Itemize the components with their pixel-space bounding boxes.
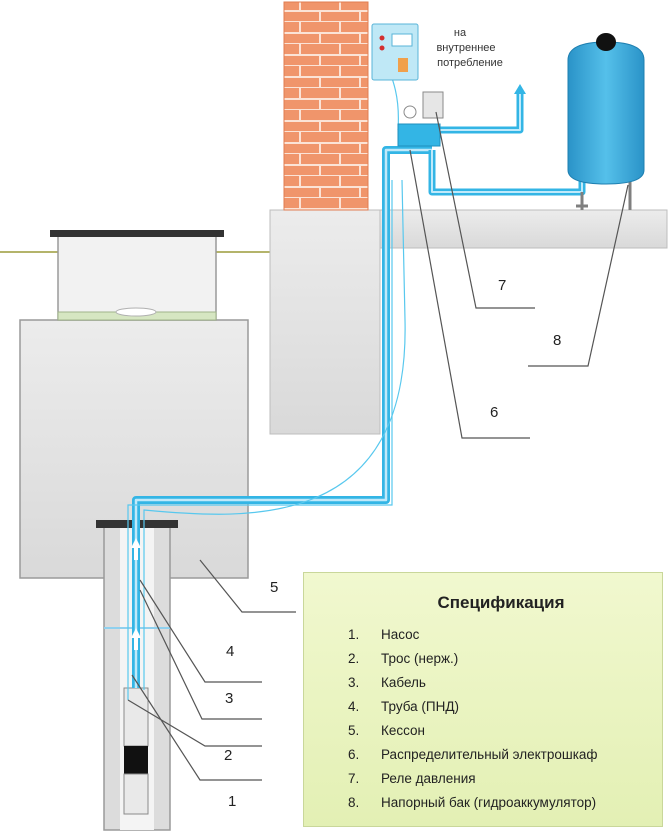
electrical-cabinet-icon <box>371 23 419 81</box>
callout-leaders <box>127 111 629 781</box>
consumption-note-line1: на <box>454 27 467 39</box>
cable-line <box>127 180 393 700</box>
pressure-relay-icon <box>397 91 444 147</box>
list-item: 7.Реле давления <box>348 771 476 786</box>
callout-4: 4 <box>226 643 234 660</box>
callout-2: 2 <box>224 747 232 764</box>
list-item: 6.Распределительный электрошкаф <box>348 747 598 762</box>
list-item: 5.Кессон <box>348 723 425 738</box>
flow-arrow-icon <box>131 538 141 650</box>
list-item: 4.Труба (ПНД) <box>348 699 460 714</box>
callout-1: 1 <box>228 793 236 810</box>
water-pipe <box>132 84 632 688</box>
callout-7: 7 <box>498 277 506 294</box>
list-item: 1.Насос <box>348 627 420 642</box>
pressure-tank-icon <box>567 33 645 185</box>
specification-list: 1.Насос 2.Трос (нерж.) 3.Кабель 4.Труба … <box>304 623 662 815</box>
consumption-note-line2: внутреннее <box>436 42 495 54</box>
list-item: 8.Напорный бак (гидроаккумулятор) <box>348 795 597 810</box>
callout-6: 6 <box>490 404 498 421</box>
callout-3: 3 <box>225 690 233 707</box>
consumption-note-line3: потребление <box>437 57 503 69</box>
list-item: 2.Трос (нерж.) <box>348 651 459 666</box>
callout-5: 5 <box>270 579 278 596</box>
specification-panel: Спецификация 1.Насос 2.Трос (нерж.) 3.Ка… <box>303 572 663 827</box>
specification-title: Спецификация <box>437 593 565 612</box>
brick-wall <box>283 1 369 211</box>
rope-line <box>143 179 406 690</box>
callout-8: 8 <box>553 332 561 349</box>
house-foundation <box>269 209 668 435</box>
list-item: 3.Кабель <box>348 675 426 690</box>
pump-icon <box>123 687 149 815</box>
caisson <box>19 230 249 579</box>
